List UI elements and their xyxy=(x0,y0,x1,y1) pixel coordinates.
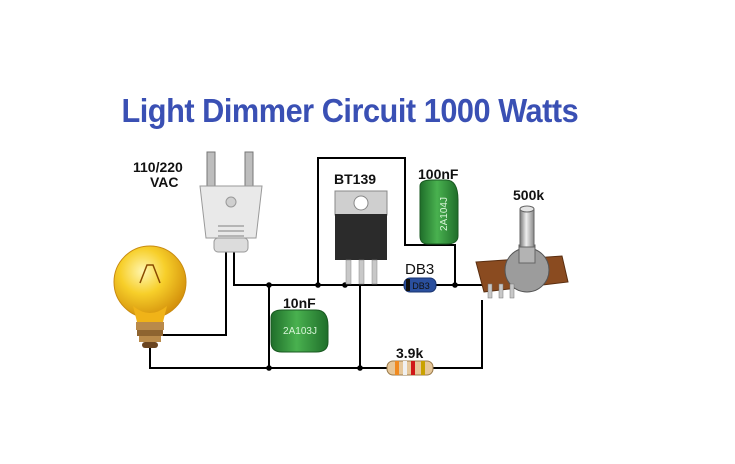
voltage-label-line2: VAC xyxy=(150,174,179,190)
voltage-label-line1: 110/220 xyxy=(133,159,183,175)
capacitor-10nf: 2A103J xyxy=(270,309,329,353)
capacitor-10nf-marking: 2A103J xyxy=(283,326,317,337)
capacitor-100nf-label: 100nF xyxy=(418,166,459,182)
light-bulb-icon xyxy=(113,245,187,348)
triac-label: BT139 xyxy=(334,171,377,187)
capacitor-100nf: 2A104J xyxy=(419,179,459,245)
resistor-3-9k xyxy=(386,360,434,376)
resistor-label: 3.9k xyxy=(396,345,424,361)
diagram-title: Light Dimmer Circuit 1000 Watts xyxy=(121,92,579,129)
diac-db3: DB3 xyxy=(403,277,437,293)
potentiometer-label: 500k xyxy=(513,187,545,203)
diac-body-marking: DB3 xyxy=(412,281,430,291)
power-plug-icon xyxy=(199,151,263,253)
capacitor-100nf-marking: 2A104J xyxy=(439,197,450,231)
potentiometer-500k xyxy=(475,205,569,299)
wire-junctions xyxy=(266,282,458,371)
capacitor-10nf-label: 10nF xyxy=(283,295,316,311)
triac-bt139 xyxy=(334,190,388,285)
diac-label: DB3 xyxy=(405,261,435,278)
wiring xyxy=(149,157,483,369)
